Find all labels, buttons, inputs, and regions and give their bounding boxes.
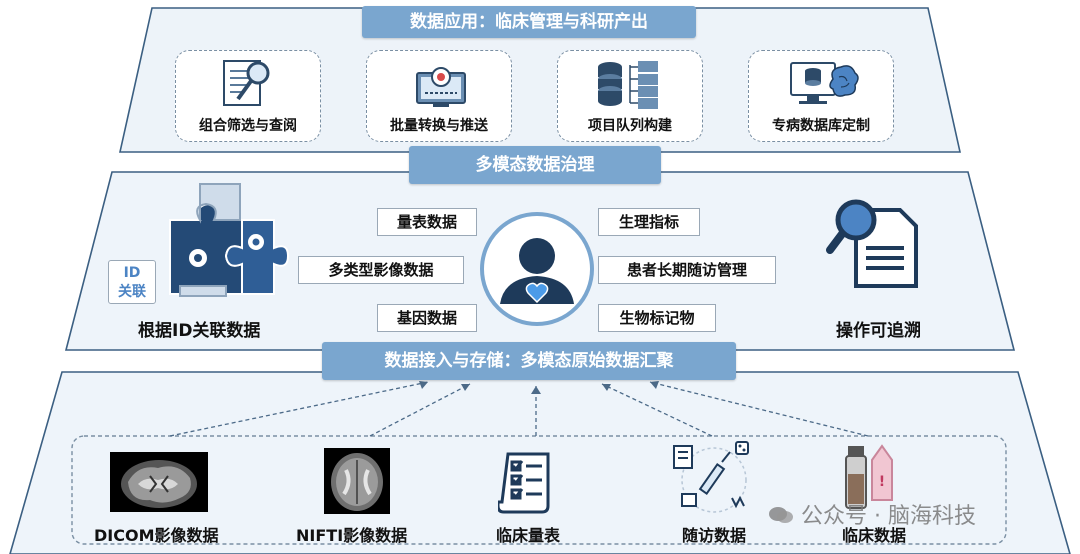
id-badge-bottom: 关联 (118, 284, 146, 300)
id-badge-top: ID (123, 265, 141, 281)
document-magnifier-icon (223, 60, 270, 106)
tag-gene-data: 基因数据 (377, 304, 477, 332)
source-label-clinical-data: 临床数据 (842, 526, 907, 545)
id-link-label: 根据ID关联数据 (138, 321, 261, 341)
card-disease-db[interactable]: 专病数据库定制 (748, 50, 894, 142)
tag-physio: 生理指标 (598, 208, 700, 236)
source-label-nifti: NIFTI影像数据 (296, 526, 408, 545)
arrowheads (419, 381, 659, 394)
watermark-text: 公众号 · 脑海科技 (801, 504, 976, 529)
database-tree-icon (598, 61, 658, 109)
card-label: 专病数据库定制 (772, 118, 870, 134)
checklist-icon (498, 452, 550, 514)
svg-text:!: ! (879, 474, 885, 490)
source-label-clinical-scale: 临床量表 (496, 526, 561, 545)
card-batch-transfer[interactable]: 批量转换与推送 (366, 50, 512, 142)
source-label-followup: 随访数据 (682, 526, 747, 545)
tag-followup: 患者长期随访管理 (598, 256, 776, 284)
watermark: 公众号 · 脑海科技 (768, 498, 976, 530)
monitor-transfer-icon (416, 67, 466, 107)
brain-database-icon (790, 62, 859, 104)
card-label: 批量转换与推送 (390, 118, 488, 134)
brain-mri-icon (324, 448, 390, 514)
puzzle-icon (169, 183, 290, 297)
card-label: 项目队列构建 (588, 118, 672, 134)
card-combined-filter[interactable]: 组合筛选与查阅 (175, 50, 321, 142)
source-container (71, 435, 1007, 545)
card-label: 组合筛选与查阅 (199, 118, 297, 134)
tag-scale-data: 量表数据 (377, 208, 477, 236)
arrows (169, 381, 869, 437)
mri-scan-icon (110, 452, 208, 512)
traceable-label: 操作可追溯 (836, 321, 921, 341)
followup-icon (673, 441, 749, 513)
id-link-badge: ID 关联 (108, 260, 156, 304)
card-cohort-build[interactable]: 项目队列构建 (557, 50, 703, 142)
patient-icon (480, 212, 594, 326)
tag-multi-imaging: 多类型影像数据 (298, 256, 464, 284)
bottom-layer-title: 数据接入与存储：多模态原始数据汇聚 (322, 342, 736, 380)
top-layer-title: 数据应用：临床管理与科研产出 (362, 6, 696, 38)
lab-sample-icon: ! (845, 444, 893, 509)
middle-layer-title: 多模态数据治理 (409, 146, 661, 184)
wechat-icon (768, 505, 794, 525)
traceable-icon (826, 199, 918, 288)
tag-biomarker: 生物标记物 (598, 304, 716, 332)
source-label-dicom: DICOM影像数据 (94, 526, 219, 545)
